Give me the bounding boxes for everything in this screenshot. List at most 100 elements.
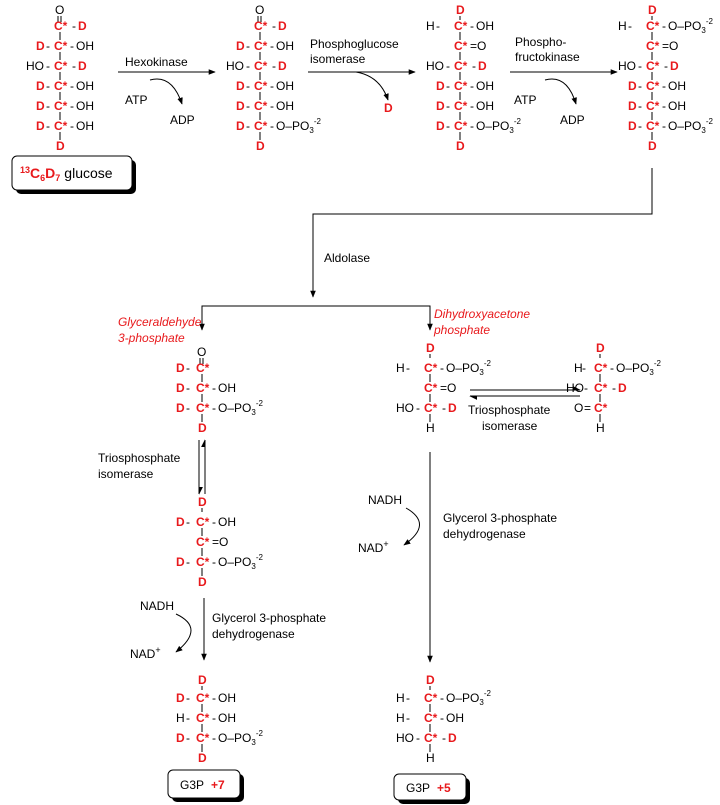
svg-text:D: D bbox=[198, 495, 207, 509]
svg-text:-: - bbox=[470, 99, 474, 113]
svg-text:-: - bbox=[440, 711, 444, 725]
tpi-left-step: Triosphosphate isomerase bbox=[98, 439, 206, 495]
svg-text:HO: HO bbox=[566, 381, 584, 395]
svg-text:O–PO3-2: O–PO3-2 bbox=[218, 553, 263, 571]
atp-label: ATP bbox=[514, 93, 536, 107]
hexokinase-step: Hexokinase ATP ADP bbox=[118, 55, 216, 127]
svg-text:C*: C* bbox=[594, 401, 608, 415]
svg-text:-: - bbox=[436, 19, 440, 33]
g3p-left-box: G3P +7 bbox=[167, 769, 244, 802]
svg-text:=: = bbox=[662, 39, 669, 53]
svg-text:-: - bbox=[186, 381, 190, 395]
svg-text:C*: C* bbox=[594, 381, 608, 395]
dhap-label-line1: Dihydroxyacetone bbox=[434, 307, 530, 321]
svg-text:-: - bbox=[610, 361, 614, 375]
svg-text:-: - bbox=[246, 39, 250, 53]
svg-text:=: = bbox=[212, 535, 219, 549]
svg-text:C*: C* bbox=[196, 361, 210, 375]
svg-text:C*: C* bbox=[196, 381, 210, 395]
svg-text:-: - bbox=[212, 711, 216, 725]
svg-text:OH: OH bbox=[218, 691, 236, 705]
svg-text:H: H bbox=[426, 19, 435, 33]
g3p-left-name: G3P bbox=[180, 778, 204, 792]
svg-text:C*: C* bbox=[454, 119, 468, 133]
svg-text:-: - bbox=[186, 711, 190, 725]
svg-text:-: - bbox=[186, 691, 190, 705]
g3p-right-name: G3P bbox=[406, 781, 430, 795]
svg-text:D: D bbox=[176, 401, 185, 415]
svg-text:-: - bbox=[270, 39, 274, 53]
svg-text:C*: C* bbox=[646, 119, 660, 133]
svg-text:D: D bbox=[176, 381, 185, 395]
svg-text:-: - bbox=[212, 381, 216, 395]
isotope-label: 13 bbox=[20, 165, 30, 175]
svg-text:C*: C* bbox=[646, 59, 660, 73]
svg-text:O–PO3-2: O–PO3-2 bbox=[668, 17, 713, 35]
svg-text:D: D bbox=[198, 421, 207, 435]
tpi-right-label-line1: Triosphosphate bbox=[468, 403, 551, 417]
svg-text:H: H bbox=[596, 421, 605, 435]
tpi-left-label-line2: isomerase bbox=[98, 467, 154, 481]
adp-label: ADP bbox=[560, 113, 585, 127]
svg-text:O–PO3-2: O–PO3-2 bbox=[476, 117, 521, 135]
svg-text:C*: C* bbox=[646, 99, 660, 113]
svg-text:-: - bbox=[446, 59, 450, 73]
nadh-label: NADH bbox=[140, 599, 174, 613]
svg-text:D: D bbox=[436, 99, 445, 113]
svg-text:OH: OH bbox=[276, 39, 294, 53]
svg-text:=: = bbox=[470, 39, 477, 53]
fructose-bisphosphate-structure: D H-C*- O–PO3-2 C*=O HO-C*-D D-C*-OH D-C… bbox=[618, 3, 713, 153]
svg-text:D: D bbox=[436, 79, 445, 93]
atom-c-star: C* bbox=[54, 119, 68, 133]
atom-d: D bbox=[36, 119, 45, 133]
svg-text:-: - bbox=[212, 401, 216, 415]
atom-d: D bbox=[36, 39, 45, 53]
glyceraldehyde-3-phosphate-structure: O D-C* D-C*-OH D-C*- O–PO3-2 D bbox=[176, 345, 263, 435]
svg-text:NAD+: NAD+ bbox=[130, 645, 161, 661]
svg-text:D: D bbox=[478, 59, 487, 73]
svg-text:-: - bbox=[470, 19, 474, 33]
svg-text:H: H bbox=[426, 421, 435, 435]
svg-text:-: - bbox=[470, 119, 474, 133]
svg-text:-: - bbox=[446, 99, 450, 113]
g3pdh-right-label-line2: dehydrogenase bbox=[443, 527, 526, 541]
g3pdh-right-step: Glycerol 3-phosphate dehydrogenase NADH … bbox=[358, 452, 557, 663]
svg-text:-: - bbox=[662, 79, 666, 93]
svg-text:-: - bbox=[272, 59, 276, 73]
atom-d: D bbox=[78, 59, 87, 73]
svg-text:D: D bbox=[176, 515, 185, 529]
pfk-label-line2: fructokinase bbox=[515, 50, 580, 64]
atp-label: ATP bbox=[125, 93, 147, 107]
atom-oh: OH bbox=[76, 79, 94, 93]
svg-text:OH: OH bbox=[476, 79, 494, 93]
svg-text:-: - bbox=[446, 119, 450, 133]
svg-text:H: H bbox=[396, 361, 405, 375]
svg-text:-: - bbox=[582, 361, 586, 375]
nad-label: NAD bbox=[130, 647, 156, 661]
svg-text:-: - bbox=[270, 79, 274, 93]
tpi-right-label-line2: isomerase bbox=[482, 419, 538, 433]
g3pdh-left-label-line1: Glycerol 3-phosphate bbox=[212, 611, 326, 625]
svg-text:-: - bbox=[70, 39, 74, 53]
gap-label-line1: Glyceraldehyde bbox=[118, 315, 202, 329]
svg-text:C*: C* bbox=[424, 691, 438, 705]
atom-d: D bbox=[36, 99, 45, 113]
svg-text:D: D bbox=[448, 731, 457, 745]
glucose-6-phosphate-structure: O C*-D D-C*-OH HO-C*-D D-C*-OH D-C*-OH D… bbox=[226, 3, 321, 153]
svg-text:O: O bbox=[669, 39, 678, 53]
svg-text:-: - bbox=[246, 99, 250, 113]
svg-text:-: - bbox=[246, 79, 250, 93]
svg-text:-: - bbox=[72, 19, 76, 33]
svg-text:C*: C* bbox=[196, 731, 210, 745]
pgi-label-line1: Phosphoglucose bbox=[310, 37, 399, 51]
svg-text:-: - bbox=[470, 79, 474, 93]
svg-text:-: - bbox=[46, 99, 50, 113]
glucose-name: glucose bbox=[64, 165, 112, 181]
svg-text:D: D bbox=[596, 341, 605, 355]
dhap-structure: D H-C*- O–PO3-2 C*=O HO-C*-D H bbox=[396, 341, 491, 435]
svg-text:OH: OH bbox=[476, 99, 494, 113]
atom-c-star: C* bbox=[54, 59, 68, 73]
nad-label: NAD bbox=[358, 541, 384, 555]
svg-text:C*: C* bbox=[424, 361, 438, 375]
svg-text:C*: C* bbox=[196, 401, 210, 415]
